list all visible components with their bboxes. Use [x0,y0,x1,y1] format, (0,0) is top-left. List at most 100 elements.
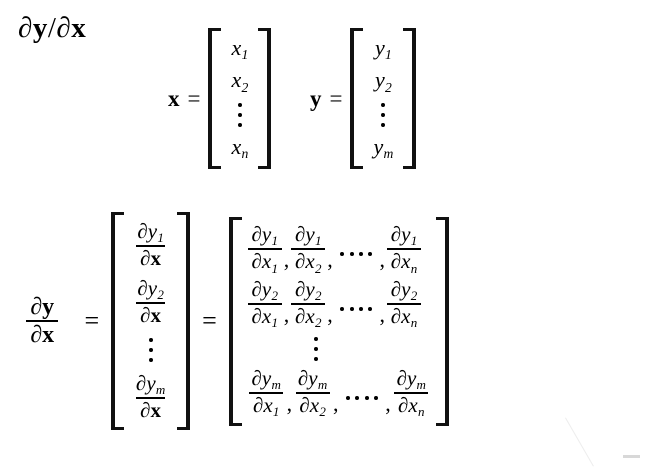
matrix-fraction: ∂y2 ∂xn [387,276,422,331]
x-vector-entry: x2 [227,65,252,97]
partial-symbol: ∂ [135,370,147,395]
matrix-row-ellipsis [248,332,430,366]
matrix-row: ∂ym ∂x1 , ∂ym ∂x2 , [248,366,430,421]
x-vector-vertical-ellipsis-icon [227,98,252,132]
matrix-cell: ∂ym ∂xn [393,366,430,421]
bracket-right-icon [258,28,272,170]
fraction-numerator: ∂y1 [248,221,282,248]
x-entry-sub: 2 [241,79,249,95]
denominator-sub: n [410,315,418,331]
partial-symbol: ∂ [295,249,306,274]
matrix-comma: , [327,246,333,272]
column-vector-row: ∂y2 ∂x [130,274,171,331]
matrix-comma: , [283,301,290,327]
y-vector-label: y [310,85,322,111]
y-vector-bracket: y1 y2 ym [350,28,417,170]
matrix-cell: ∂y1 ∂x2 [291,221,326,277]
page-title: ∂y/∂x [18,12,86,45]
jacobian-lhs-denominator: ∂x [26,320,59,349]
title-var-x: x [71,12,87,44]
y-entry-sub: 2 [385,79,392,95]
matrix-fraction: ∂y1 ∂xn [387,221,422,275]
column-vector-fraction: ∂y2 ∂x [134,277,168,328]
bracket-left-icon [228,216,242,426]
y-vector-equals: = [329,85,343,111]
numerator-sub: m [271,376,281,392]
matrix-row: ∂y2 ∂x1 , ∂y2 ∂x2 , [247,276,430,332]
column-vector-row: ∂y1 ∂x [130,217,171,274]
y-entry-sub: m [383,146,394,162]
jacobian-matrix-body: ∂y1 ∂x1 , ∂y1 ∂x2 , [242,217,436,426]
partial-symbol: ∂ [252,393,264,418]
partial-symbol: ∂ [140,246,151,271]
denominator-sub: 2 [319,404,326,420]
numerator-var: y [401,221,411,246]
numerator-sub: 2 [410,287,418,303]
matrix-comma: , [379,246,386,272]
fraction-numerator: ∂ym [294,367,331,392]
numerator-var: y [401,276,411,301]
matrix-cell: ∂ym ∂x2 [294,366,331,421]
jacobian-lhs-fraction: ∂y ∂x [26,293,59,349]
fraction-denominator: ∂xn [387,303,422,331]
equals-sign-2: = [202,306,217,336]
denominator-sub: n [417,404,425,420]
jacobian-lhs-num-var: y [42,293,55,320]
y-vector-entries: y1 y2 ym [363,28,403,169]
title-partial-1: ∂ [18,12,33,44]
matrix-cell: ∂ym ∂x1 [248,366,285,421]
partial-symbol: ∂ [251,221,262,246]
x-vector-label: x [168,85,180,111]
x-vector-entry: x1 [227,33,252,65]
denominator-sub: 2 [314,315,322,331]
horizontal-ellipsis-icon [335,252,378,257]
denominator-var: x [150,398,162,423]
fraction-numerator: ∂ym [248,367,285,392]
denominator-sub: 2 [314,260,322,276]
matrix-cell: ∂y1 ∂xn [387,221,422,277]
partial-symbol: ∂ [30,322,43,349]
matrix-vertical-ellipsis-icon [313,334,318,364]
denominator-sub: 1 [272,404,280,420]
fraction-denominator: ∂x1 [247,248,282,275]
fraction-numerator: ∂y1 [387,221,421,249]
title-var-y: y [32,12,48,44]
fraction-denominator: ∂x2 [291,303,326,331]
numerator-sub: 2 [157,286,164,302]
matrix-fraction: ∂ym ∂x1 [248,367,285,420]
matrix-fraction: ∂ym ∂xn [393,365,430,420]
numerator-var: y [261,276,272,301]
denominator-var: x [150,303,162,328]
x-entry-base: x [231,35,242,60]
numerator-sub: 2 [314,287,322,303]
matrix-comma: , [327,301,333,327]
bracket-right-icon [177,212,191,431]
fraction-numerator: ∂y2 [291,276,325,303]
matrix-comma: , [286,390,293,416]
fraction-denominator: ∂xn [387,248,422,275]
fraction-denominator: ∂x [136,302,165,328]
partial-symbol: ∂ [295,276,306,301]
partial-symbol: ∂ [390,276,402,301]
jacobian-matrix-bracket: ∂y1 ∂x1 , ∂y1 ∂x2 , [228,216,449,426]
denominator-var: x [305,304,315,329]
matrix-row: ∂y1 ∂x1 , ∂y1 ∂x2 , [247,221,430,277]
numerator-var: y [146,370,156,395]
numerator-var: y [305,276,315,301]
fraction-denominator: ∂x2 [291,248,326,276]
numerator-sub: 1 [410,233,418,249]
fraction-numerator: ∂ym [393,365,430,392]
numerator-sub: m [416,376,426,392]
title-slash: / [47,12,57,44]
numerator-var: y [406,365,417,390]
scan-artifact-line [565,418,643,466]
fraction-numerator: ∂ym [132,370,169,397]
partial-symbol: ∂ [390,249,402,274]
fraction-denominator: ∂x1 [247,303,282,330]
x-vector-equals: = [187,85,201,111]
matrix-fraction: ∂y2 ∂x2 [291,276,326,331]
numerator-var: y [305,221,315,246]
matrix-cell: ∂y1 ∂x1 [247,221,282,277]
denominator-var: x [150,246,162,271]
